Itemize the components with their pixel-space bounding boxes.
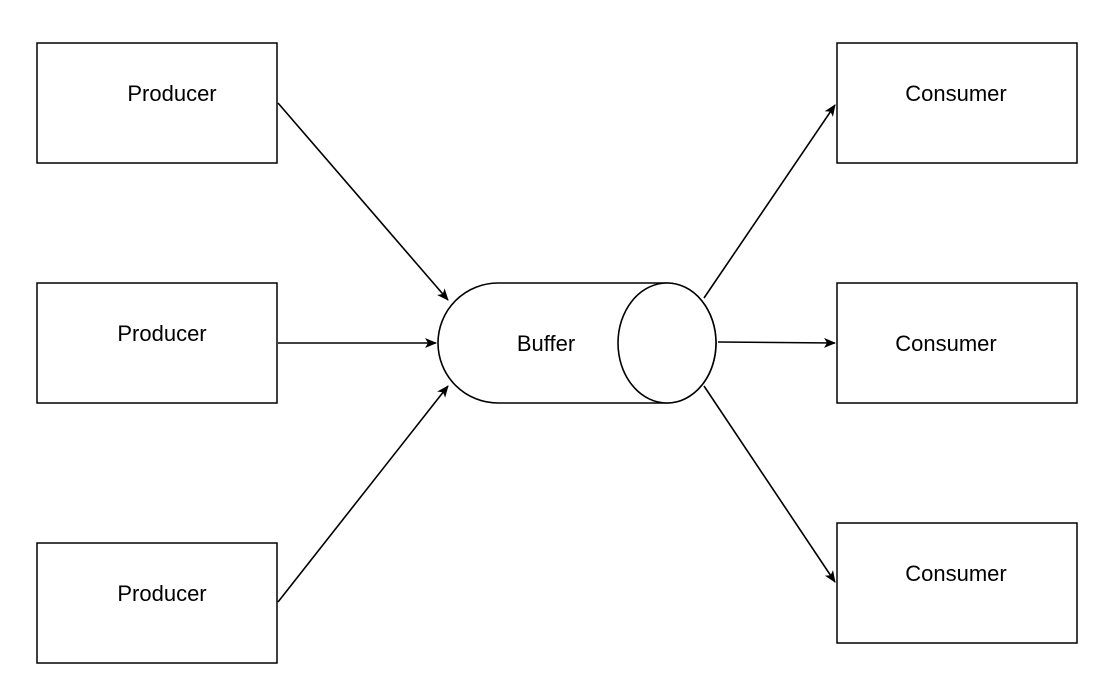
producer-label-1: Producer	[127, 81, 216, 106]
producer-label-3: Producer	[117, 581, 206, 606]
consumer-label-3: Consumer	[905, 561, 1006, 586]
consumer-node-2: Consumer	[836, 282, 1078, 404]
consumer-node-3: Consumer	[836, 522, 1078, 644]
edge-producer-1-to-buffer	[277, 102, 449, 301]
buffer-label: Buffer	[517, 331, 575, 356]
producer-node-1: Producer	[36, 42, 278, 164]
consumer-label-1: Consumer	[905, 81, 1006, 106]
edge-buffer-to-consumer-2	[717, 337, 836, 348]
buffer-node: Buffer	[437, 282, 717, 404]
edge-buffer-to-consumer-1	[703, 104, 836, 299]
consumer-node-1: Consumer	[836, 42, 1078, 164]
buffer-cylinder-end	[617, 282, 717, 404]
edge-buffer-to-consumer-3	[703, 385, 836, 583]
producer-label-2: Producer	[117, 321, 206, 346]
producer-node-3: Producer	[36, 542, 278, 664]
producer-node-2: Producer	[36, 282, 278, 404]
edge-producer-3-to-buffer	[277, 385, 449, 603]
consumer-label-2: Consumer	[895, 331, 996, 356]
